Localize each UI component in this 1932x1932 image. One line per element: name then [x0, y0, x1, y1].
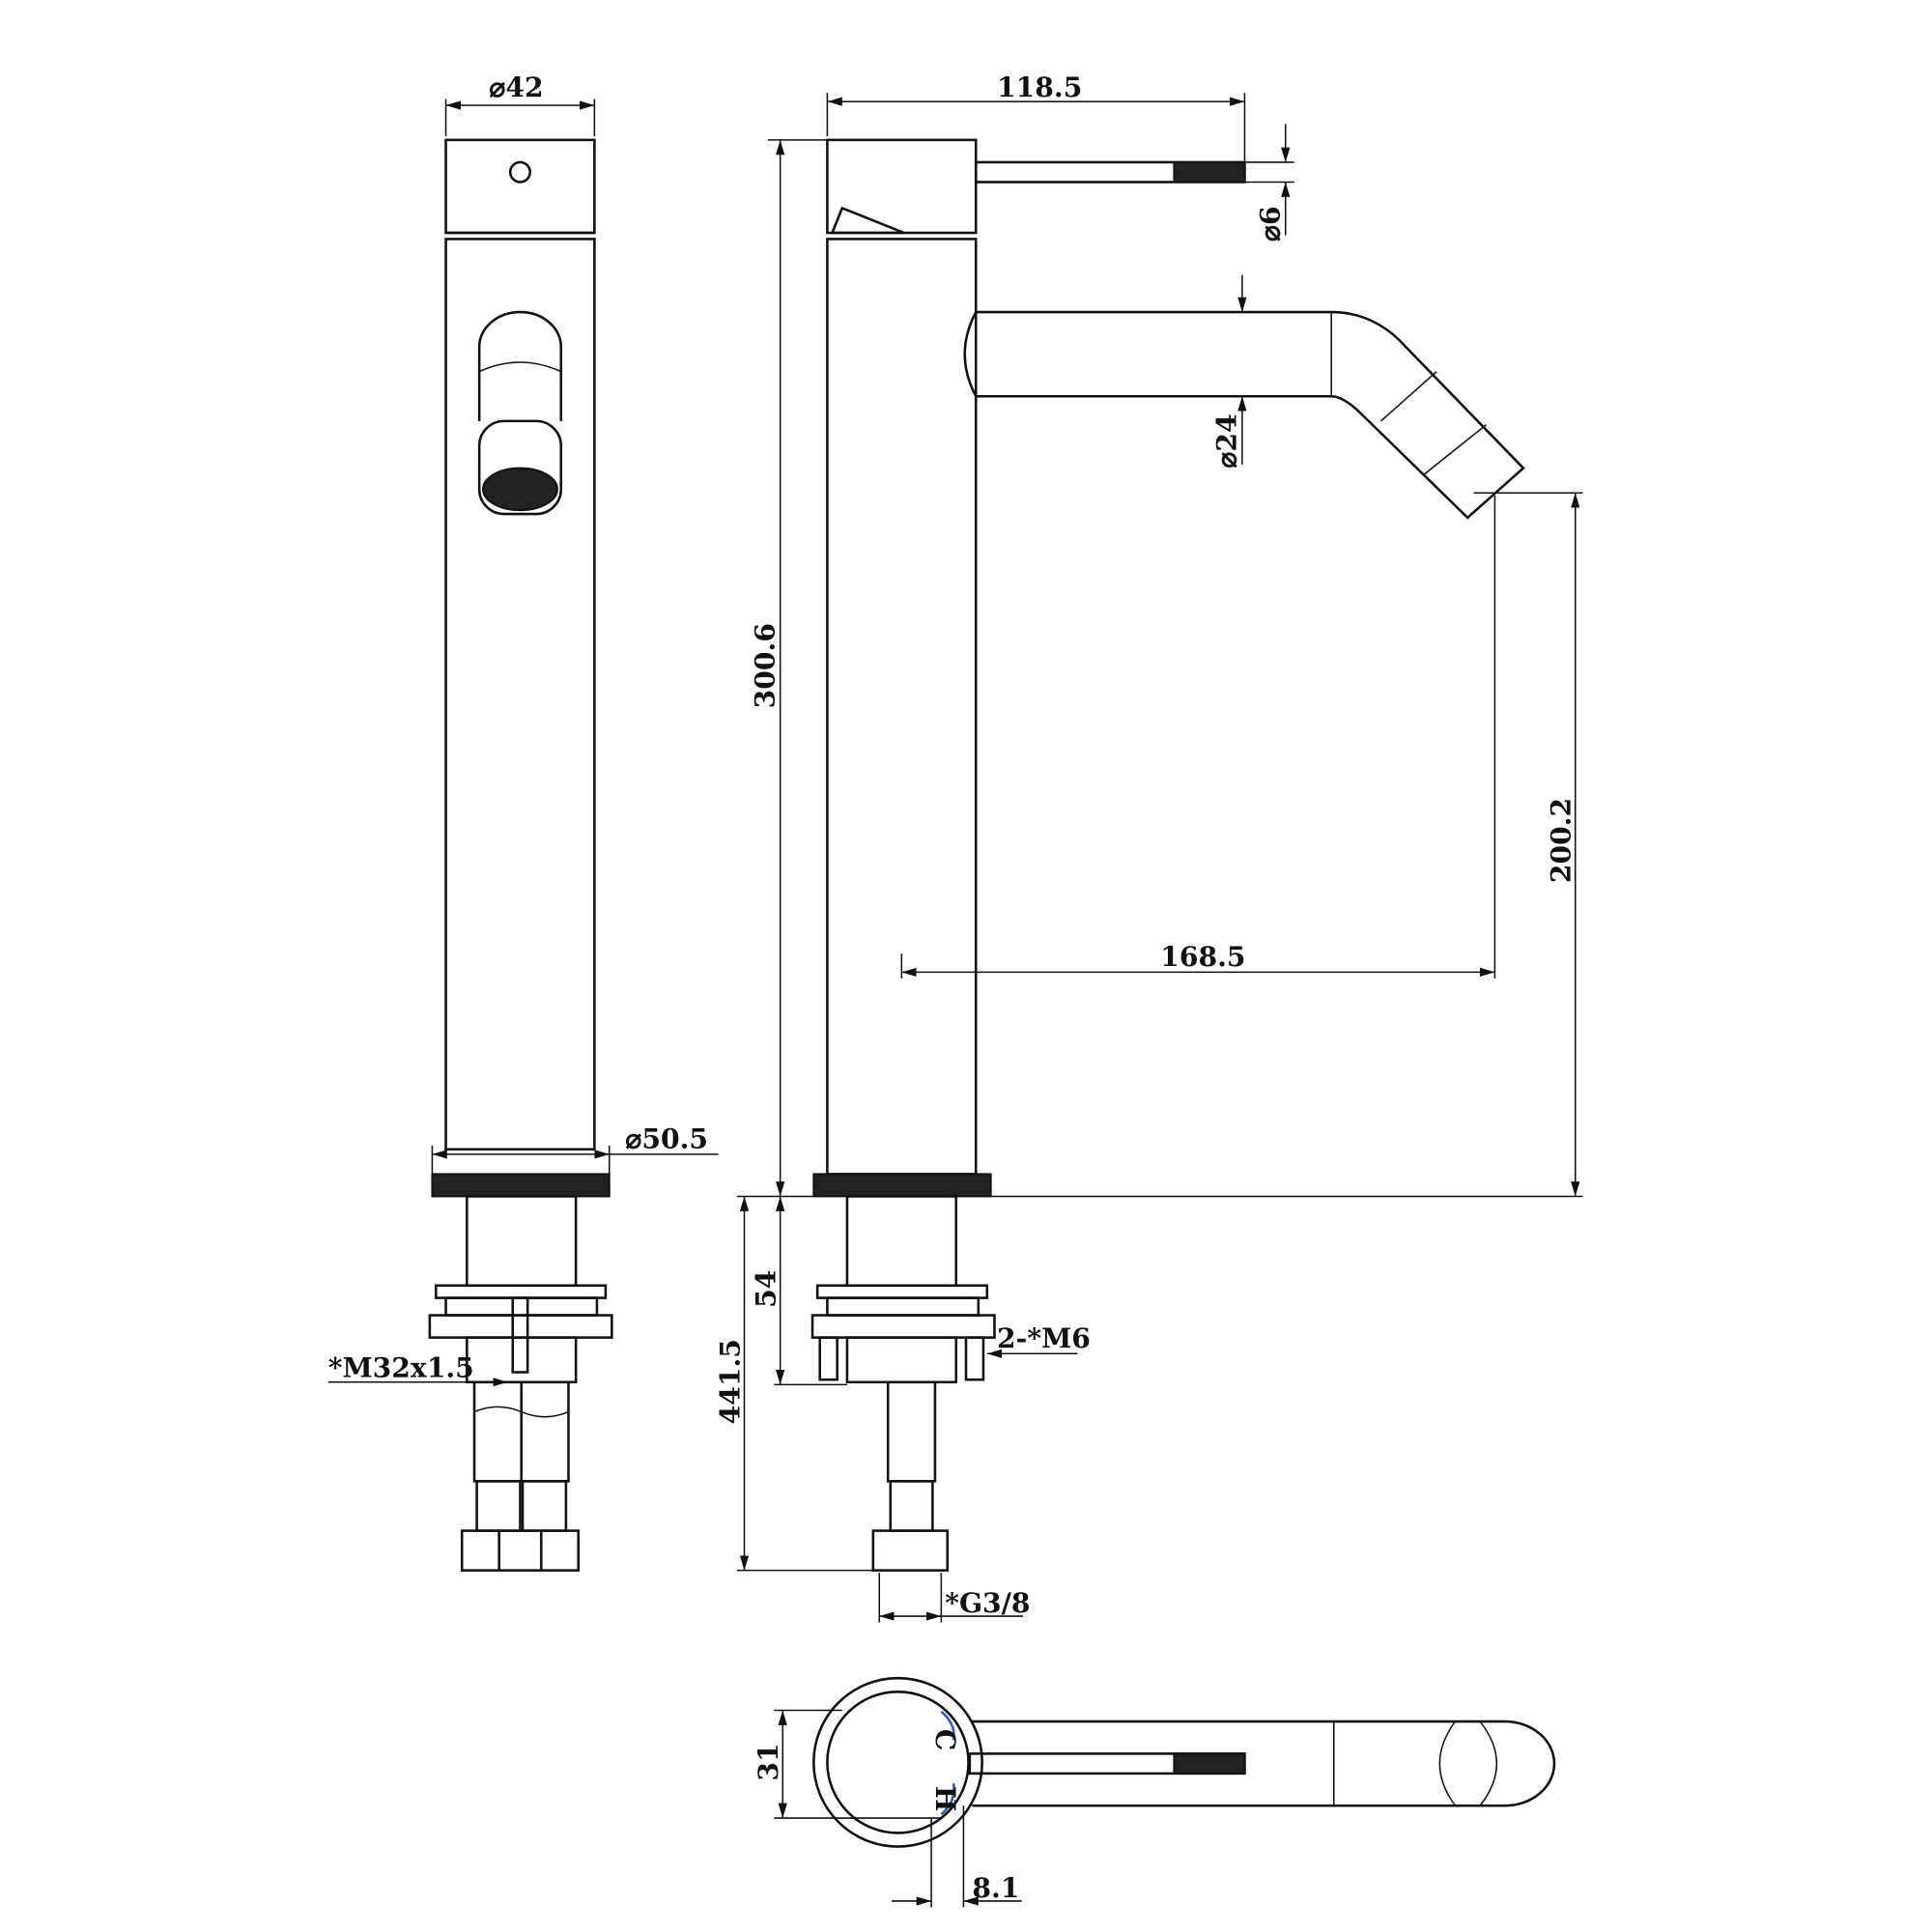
dim-thread: *M32x1.5 [328, 1352, 474, 1384]
dim-mount-height: 54 [751, 1270, 782, 1308]
dim-spout-diameter: ⌀24 [1210, 413, 1242, 468]
dim-hose-length: 441.5 [714, 1339, 746, 1424]
cold-label: C [929, 1729, 961, 1750]
plan-view: C H [812, 1676, 1556, 1848]
dim-base-diameter: ⌀50.5 [625, 1122, 708, 1154]
dim-handle-reach: 118.5 [997, 71, 1082, 103]
dimension-lines [327, 93, 1583, 1908]
dim-connection: *G3/8 [945, 1587, 1030, 1619]
dim-plan-width: 31 [753, 1743, 784, 1780]
dim-top-diameter: ⌀42 [489, 71, 543, 103]
dim-spout-reach: 168.5 [1160, 941, 1245, 973]
side-view [810, 138, 1525, 1572]
dim-screws: 2-*M6 [997, 1322, 1091, 1354]
hot-label: H [929, 1786, 961, 1812]
dim-spout-height: 200.2 [1546, 798, 1577, 883]
dim-overall-height: 300.6 [749, 623, 781, 708]
dim-handle-diameter: ⌀6 [1254, 206, 1286, 242]
front-view [428, 138, 613, 1572]
dim-plan-offset: 8.1 [972, 1872, 1019, 1904]
